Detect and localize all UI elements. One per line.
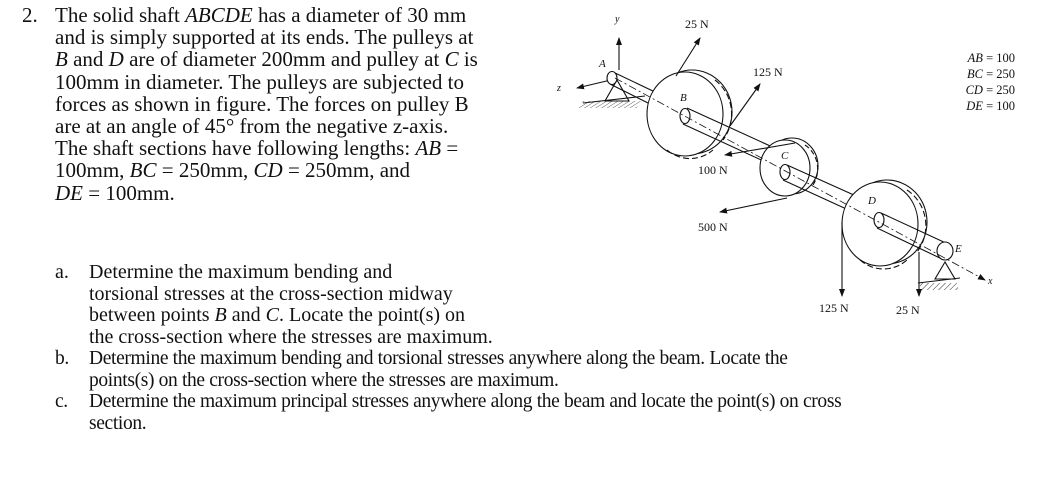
force-label-d-25n: 25 N bbox=[896, 303, 920, 317]
sub-question-line: points(s) on the cross-section where the… bbox=[89, 369, 559, 391]
segment-length-row: AB = 100 bbox=[967, 51, 1015, 65]
shaft-diagram bbox=[576, 37, 986, 297]
problem-statement: The solid shaft ABCDE has a diameter of … bbox=[55, 4, 525, 204]
segment-length-row: DE = 100 bbox=[966, 99, 1015, 113]
statement-line: 100mm, BC = 250mm, CD = 250mm, and bbox=[55, 158, 411, 183]
statement-line: The shaft sections have following length… bbox=[55, 136, 459, 161]
sub-question-line: the cross-section where the stresses are… bbox=[89, 325, 493, 348]
sub-question-line: between points B and C. Locate the point… bbox=[89, 304, 466, 327]
segment-length-row: CD = 250 bbox=[965, 83, 1015, 97]
sub-question-line: section. bbox=[89, 412, 147, 434]
force-arrow-c-500n bbox=[719, 197, 788, 214]
segment-length-row: BC = 250 bbox=[966, 67, 1015, 81]
force-arrow-c-100n bbox=[724, 142, 796, 157]
sub-question-label: c. bbox=[55, 391, 68, 413]
statement-line: The solid shaft ABCDE has a diameter of … bbox=[55, 3, 467, 27]
point-a-label: A bbox=[599, 58, 606, 70]
point-e-label: E bbox=[955, 243, 962, 255]
statement-line: are at an angle of 45° from the negative… bbox=[55, 114, 449, 139]
z-axis-label: z bbox=[557, 83, 561, 94]
force-label-b-125n: 125 N bbox=[753, 65, 783, 79]
point-d-label: D bbox=[868, 195, 876, 207]
shaft-figure: y z x A B C D E 25 N 125 N 100 N 500 N 1… bbox=[555, 0, 1040, 330]
x-axis-label: x bbox=[988, 276, 993, 287]
sub-question-line: Determine the maximum bending and torsio… bbox=[89, 348, 788, 370]
force-label-c-500n: 500 N bbox=[698, 220, 728, 234]
force-label-c-100n: 100 N bbox=[698, 163, 728, 177]
statement-line: DE = 100mm. bbox=[55, 180, 175, 205]
sub-question-line: torsional stresses at the cross-section … bbox=[89, 282, 453, 305]
sub-question-b: b. Determine the maximum bending and tors… bbox=[55, 348, 841, 391]
question-number: 2. bbox=[22, 3, 38, 27]
statement-line: forces as shown in figure. The forces on… bbox=[55, 91, 469, 116]
x-axis bbox=[614, 77, 986, 281]
sub-question-c: c. Determine the maximum principal stress… bbox=[55, 391, 842, 434]
point-b-label: B bbox=[680, 92, 687, 104]
force-arrow-b-125n bbox=[729, 83, 761, 127]
statement-line: 100mm in diameter. The pulleys are subje… bbox=[55, 69, 465, 94]
statement-line: B and D are of diameter 200mm and pulley… bbox=[55, 47, 478, 72]
sub-question-line: Determine the maximum principal stresses… bbox=[89, 391, 842, 413]
sub-question-line: Determine the maximum bending and bbox=[89, 261, 393, 283]
point-c-label: C bbox=[781, 150, 789, 162]
force-label-b-25n: 25 N bbox=[685, 17, 709, 31]
sub-question-label: b. bbox=[55, 348, 69, 370]
force-arrow-b-25n bbox=[675, 37, 701, 77]
force-label-d-125n: 125 N bbox=[819, 301, 849, 315]
segment-lengths-table: AB = 100 BC = 250 CD = 250 DE = 100 bbox=[945, 50, 1015, 114]
y-axis-label: y bbox=[615, 14, 620, 25]
sub-question-label: a. bbox=[55, 261, 69, 283]
statement-line: and is simply supported at its ends. The… bbox=[55, 25, 474, 50]
